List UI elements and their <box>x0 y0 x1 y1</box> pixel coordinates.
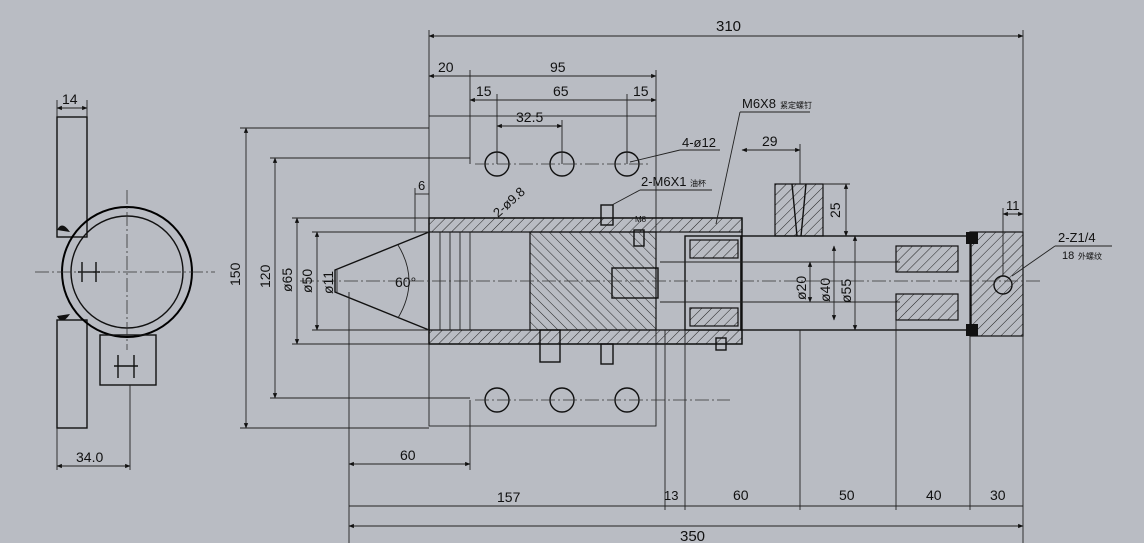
piston-rod-end <box>611 267 659 299</box>
dim-25: 25 <box>827 202 843 218</box>
dim-d55: ø55 <box>838 279 854 303</box>
dim-angle-60: 60° <box>395 274 416 290</box>
bolt-bottom-left <box>539 329 561 363</box>
dim-bot-157: 157 <box>497 489 521 505</box>
dim-29: 29 <box>762 133 778 149</box>
oil-cup-block <box>774 183 824 237</box>
dim-d50: ø50 <box>299 269 315 293</box>
dim-32-5: 32.5 <box>516 109 543 125</box>
dim-65: 65 <box>553 83 569 99</box>
dim-bot-60a: 60 <box>400 447 416 463</box>
plate-holes-top <box>475 151 650 177</box>
rod-seal-top <box>689 239 739 259</box>
rod-seal-bottom <box>689 307 739 327</box>
rod-guide-bottom <box>895 293 959 321</box>
dimension-lines: 310 20 95 15 65 15 32.5 29 25 11 6 <box>227 18 1024 543</box>
callout-port: 2-Z1/4 <box>1058 230 1096 245</box>
dim-bot-60b: 60 <box>733 487 749 503</box>
oil-cup-bore <box>791 183 807 237</box>
dim-bot-350: 350 <box>680 528 705 543</box>
end-cap-weld-bottom <box>966 324 978 336</box>
end-cap <box>969 231 1024 337</box>
side-view-mount-block <box>99 334 157 386</box>
dim-side-14: 14 <box>62 91 78 107</box>
callout-port-note: 18 <box>1062 250 1074 262</box>
callout-4-holes: 4-ø12 <box>682 135 716 150</box>
main-view: 60° <box>300 115 1040 427</box>
dim-d20: ø20 <box>793 276 809 300</box>
dim-d65: ø65 <box>279 268 295 292</box>
cone-angle-arc <box>397 244 410 319</box>
dim-bot-13: 13 <box>664 488 678 503</box>
callout-2-holes: 2-ø9.8 <box>490 184 528 220</box>
dim-6: 6 <box>418 178 425 193</box>
dim-150: 150 <box>227 262 243 286</box>
dim-side-34: 34.0 <box>76 449 103 465</box>
dim-120: 120 <box>257 264 273 288</box>
bolt-top <box>600 204 614 226</box>
dim-95: 95 <box>550 59 566 75</box>
dim-bot-30: 30 <box>990 487 1006 503</box>
dim-d11: ø11 <box>320 271 336 294</box>
callout-m8: M8 <box>635 215 647 224</box>
rod-guide-top <box>895 245 959 273</box>
callout-m6x1: 2-M6X1 <box>641 174 687 189</box>
dim-20: 20 <box>438 59 454 75</box>
cylinder-body-bottom-wall <box>428 329 743 345</box>
dim-d40: ø40 <box>817 278 833 302</box>
dim-bot-40: 40 <box>926 487 942 503</box>
dim-15a: 15 <box>476 83 492 99</box>
side-view: 14 34.0 <box>35 91 215 470</box>
bolt-small-bottom <box>715 337 727 351</box>
dim-11: 11 <box>1006 198 1020 213</box>
callout-m6x8-note: 紧定螺钉 <box>780 100 812 110</box>
side-view-thread-mark <box>114 355 138 378</box>
cylinder-body-top-wall <box>428 217 743 233</box>
end-cap-weld-top <box>966 232 978 244</box>
callout-m6x1-note: 油杯 <box>690 178 706 188</box>
callout-port-note-cn: 外螺纹 <box>1078 251 1102 261</box>
callout-m6x8: M6X8 <box>742 96 776 111</box>
plate-holes-bottom <box>475 387 730 413</box>
side-view-weld <box>57 225 70 321</box>
dim-15b: 15 <box>633 83 649 99</box>
side-view-lower-bar <box>56 319 88 429</box>
side-view-upper-bar <box>56 116 88 238</box>
dim-bot-50: 50 <box>839 487 855 503</box>
dim-310: 310 <box>716 18 741 35</box>
bolt-bottom <box>600 343 614 365</box>
bolt-small-top <box>633 229 645 247</box>
